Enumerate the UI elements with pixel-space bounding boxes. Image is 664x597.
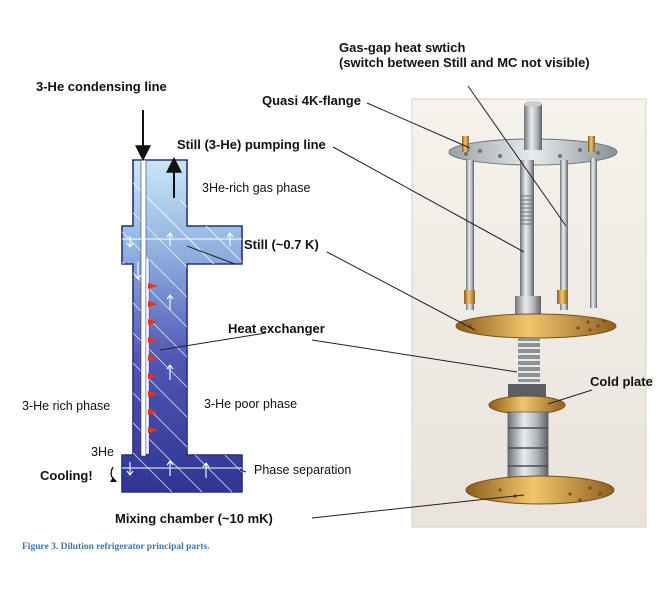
heat-exchanger-marks: [148, 283, 158, 433]
leader-lines: [159, 85, 593, 519]
condensing-line-label: 3-He condensing line: [36, 79, 167, 94]
apparatus-photo: [411, 98, 647, 528]
capillary-tube: [140, 159, 147, 457]
gas-gap-label-line1: Gas-gap heat swtich: [339, 40, 466, 55]
figure-caption: Figure 3. Dilution refrigerator principa…: [22, 542, 210, 552]
mixing-chamber-label: Mixing chamber (~10 mK): [115, 511, 273, 526]
cold-plate-label: Cold plate: [590, 374, 653, 389]
gas-gap-label-line2: (switch between Still and MC not visible…: [339, 55, 590, 70]
quasi-4k-flange-label: Quasi 4K-flange: [262, 93, 361, 108]
poor-phase-label: 3-He poor phase: [204, 397, 298, 411]
pumping-line-label: Still (3-He) pumping line: [177, 137, 326, 152]
support-rod: [590, 158, 597, 308]
phase-separation-label: Phase separation: [254, 463, 352, 477]
cold-plate: [488, 395, 566, 415]
support-rod: [466, 160, 474, 310]
mixing-chamber-plate: [465, 475, 615, 505]
still-label: Still (~0.7 K): [244, 237, 319, 252]
flow-arrows: [126, 232, 234, 478]
heat-exchanger-bellows: [516, 338, 542, 382]
rich-phase-label: 3-He rich phase: [22, 399, 111, 413]
he3-label: 3He: [91, 445, 114, 459]
schematic: [110, 110, 243, 493]
schematic-body: [121, 159, 243, 493]
support-rod: [560, 160, 568, 310]
rich-gas-phase-label: 3He-rich gas phase: [202, 181, 311, 195]
cooling-label: Cooling!: [40, 468, 93, 483]
still-plate: [455, 313, 617, 339]
heat-exchanger-label: Heat exchanger: [228, 321, 325, 336]
